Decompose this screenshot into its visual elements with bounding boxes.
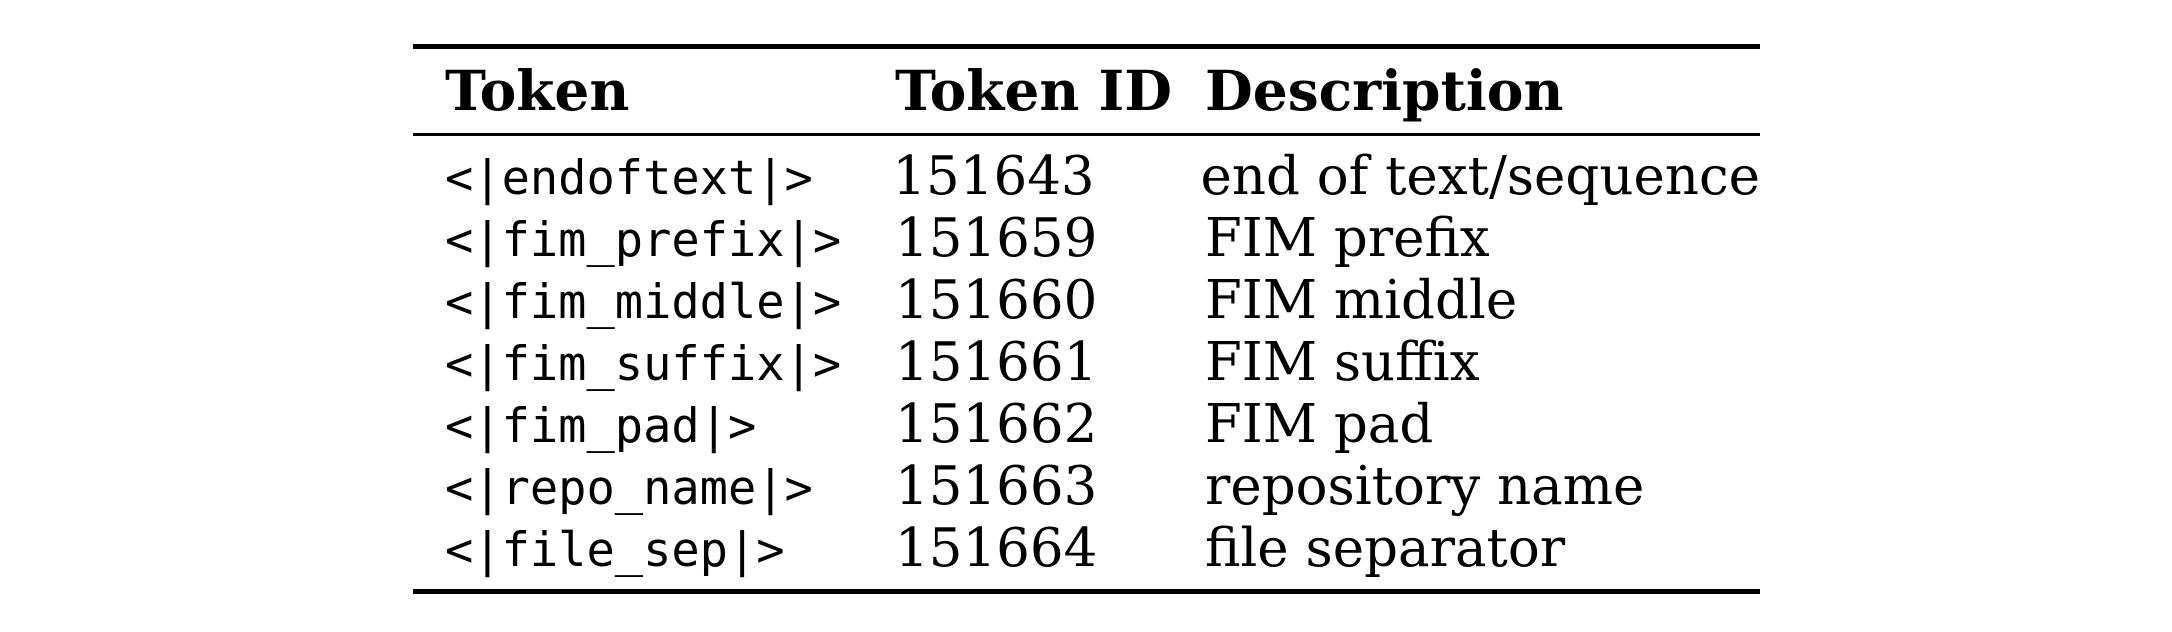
token-cell: <|repo_name|> xyxy=(445,461,813,516)
special-tokens-table: Token Token ID Description <|endoftext|>… xyxy=(413,44,1760,594)
token-id-cell: 151643 xyxy=(892,146,1095,207)
token-cell: <|endoftext|> xyxy=(445,151,813,206)
token-cell: <|fim_suffix|> xyxy=(445,337,842,392)
token-id-cell: 151663 xyxy=(895,456,1098,517)
token-cell: <|fim_prefix|> xyxy=(445,213,842,268)
table-body: <|endoftext|> 151643 end of text/sequenc… xyxy=(413,136,1760,589)
description-cell: FIM prefix xyxy=(1205,208,1490,269)
token-id-cell: 151661 xyxy=(895,332,1098,393)
description-cell: end of text/sequence xyxy=(1200,146,1760,207)
token-id-cell: 151664 xyxy=(895,518,1098,579)
table-row: <|endoftext|> 151643 end of text/sequenc… xyxy=(413,146,1760,208)
table-row: <|fim_middle|> 151660 FIM middle xyxy=(413,270,1760,332)
column-header-description: Description xyxy=(1205,58,1564,123)
token-cell: <|file_sep|> xyxy=(445,523,785,578)
token-id-cell: 151662 xyxy=(895,394,1098,455)
token-id-cell: 151660 xyxy=(895,270,1098,331)
description-cell: FIM pad xyxy=(1205,394,1434,455)
table-top-rule xyxy=(413,44,1760,49)
table-header-row: Token Token ID Description xyxy=(413,49,1760,133)
description-cell: repository name xyxy=(1205,456,1645,517)
table-bottom-rule xyxy=(413,589,1760,594)
token-cell: <|fim_middle|> xyxy=(445,275,842,330)
description-cell: FIM suffix xyxy=(1205,332,1480,393)
token-cell: <|fim_pad|> xyxy=(445,399,757,454)
table-mid-rule xyxy=(413,133,1760,136)
description-cell: file separator xyxy=(1205,518,1566,579)
table-row: <|fim_pad|> 151662 FIM pad xyxy=(413,394,1760,456)
column-header-token: Token xyxy=(445,58,630,123)
table-row: <|file_sep|> 151664 file separator xyxy=(413,518,1760,580)
table-row: <|fim_suffix|> 151661 FIM suffix xyxy=(413,332,1760,394)
token-id-cell: 151659 xyxy=(895,208,1098,269)
column-header-token-id: Token ID xyxy=(895,58,1172,123)
description-cell: FIM middle xyxy=(1205,270,1518,331)
table-row: <|fim_prefix|> 151659 FIM prefix xyxy=(413,208,1760,270)
table-row: <|repo_name|> 151663 repository name xyxy=(413,456,1760,518)
